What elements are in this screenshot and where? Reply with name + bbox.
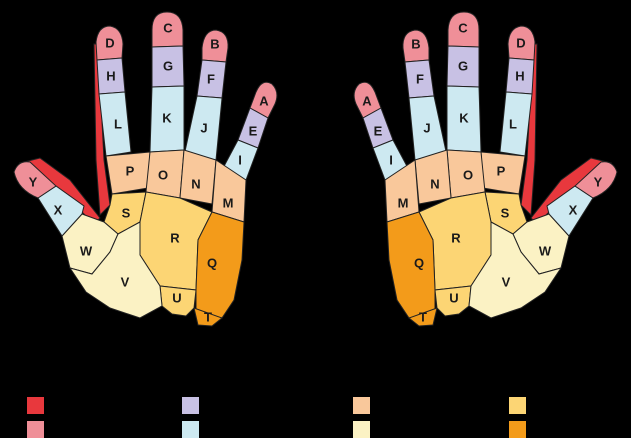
- label-V: V: [121, 275, 130, 290]
- label-W-right: W: [539, 244, 552, 259]
- label-H-right: H: [515, 69, 524, 84]
- label-F: F: [207, 72, 215, 87]
- label-P: P: [126, 164, 135, 179]
- label-J: J: [200, 121, 207, 136]
- label-M: M: [223, 196, 234, 211]
- label-A-right: A: [362, 94, 372, 109]
- label-W: W: [80, 244, 93, 259]
- legend-swatch-peach: [353, 397, 370, 414]
- label-R: R: [170, 231, 180, 246]
- label-C-right: C: [458, 21, 468, 36]
- label-D-right: D: [516, 36, 525, 51]
- label-J-right: J: [423, 121, 430, 136]
- label-R-right: R: [451, 231, 461, 246]
- legend-swatch-orange: [509, 421, 526, 438]
- label-O-right: O: [463, 168, 473, 183]
- label-E: E: [249, 124, 258, 139]
- label-M-right: M: [398, 196, 409, 211]
- label-U-right: U: [449, 291, 458, 306]
- label-E-right: E: [374, 124, 383, 139]
- label-Q-right: Q: [414, 256, 424, 271]
- legend-swatch-yellow: [509, 397, 526, 414]
- label-N-right: N: [430, 177, 439, 192]
- label-I-right: I: [389, 153, 393, 168]
- label-U: U: [172, 291, 181, 306]
- label-X-right: X: [569, 203, 578, 218]
- label-X: X: [54, 203, 63, 218]
- label-L: L: [114, 117, 122, 132]
- label-G: G: [163, 59, 173, 74]
- label-T-right: T: [419, 310, 427, 325]
- label-O: O: [158, 168, 168, 183]
- label-I: I: [238, 153, 242, 168]
- label-N: N: [191, 177, 200, 192]
- label-S-right: S: [501, 206, 510, 221]
- label-B: B: [210, 37, 219, 52]
- label-K: K: [162, 111, 172, 126]
- label-T: T: [204, 310, 212, 325]
- legend-swatch-lavender: [182, 397, 199, 414]
- right-hand: [354, 12, 617, 326]
- label-D: D: [105, 36, 114, 51]
- label-S: S: [122, 206, 131, 221]
- label-Y: Y: [29, 175, 38, 190]
- label-H: H: [106, 69, 115, 84]
- legend-swatch-light-blue: [182, 421, 199, 438]
- label-K-right: K: [459, 111, 469, 126]
- label-P-right: P: [497, 164, 506, 179]
- label-B-right: B: [411, 37, 420, 52]
- label-G-right: G: [458, 59, 468, 74]
- label-A: A: [259, 94, 269, 109]
- legend-swatch-red: [27, 397, 44, 414]
- label-F-right: F: [416, 72, 424, 87]
- label-C: C: [163, 21, 173, 36]
- label-Y-right: Y: [594, 175, 603, 190]
- label-Q: Q: [207, 256, 217, 271]
- left-hand: D H L C G K B F J A E I P O N M S R Q T …: [14, 12, 277, 326]
- legend-swatch-light-yellow: [353, 421, 370, 438]
- label-L-right: L: [509, 117, 517, 132]
- legend-swatch-pink: [27, 421, 44, 438]
- label-V-right: V: [502, 275, 511, 290]
